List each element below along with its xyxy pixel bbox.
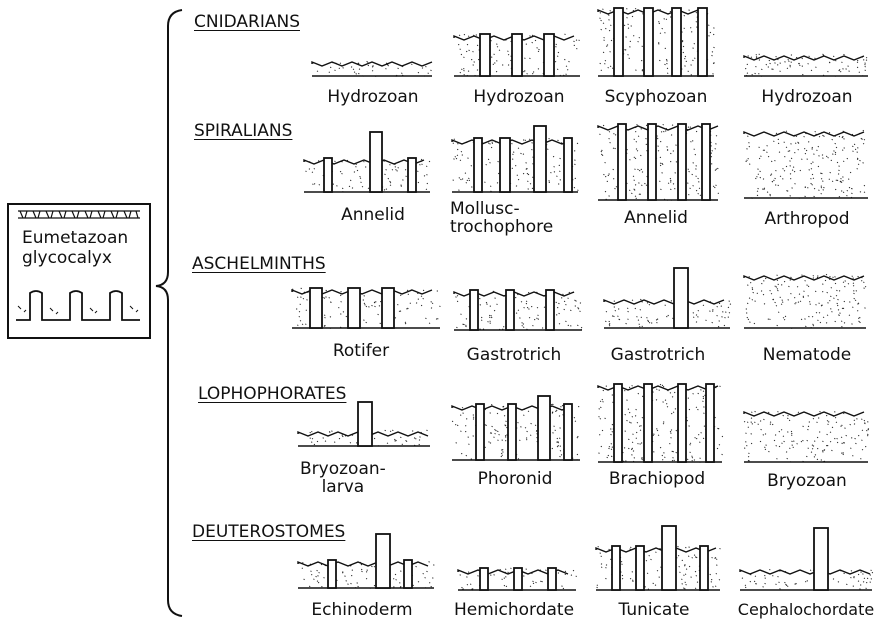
organism-label: Hydrozoan [752,88,862,106]
organism-label: Phoronid [460,470,570,488]
organism-label: Hydrozoan [464,88,574,106]
organism-label: Bryozoan [752,472,862,490]
organism-label: Bryozoan- larva [300,460,386,496]
group-header-lophophorates: LOPHOPHORATES [198,384,346,404]
group-header-deuterostomes: DEUTEROSTOMES [192,522,345,542]
organism-label: Hydrozoan [318,88,428,106]
organism-label: Annelid [318,206,428,224]
organism-label: Nematode [752,346,862,364]
organism-label: Annelid [600,209,712,227]
organism-label: Brachiopod [598,470,716,488]
organism-label: Mollusc- trochophore [450,200,553,236]
organism-label: Echinoderm [300,601,424,619]
organism-label: Rotifer [306,342,416,360]
group-header-spiralians: SPIRALIANS [194,121,292,141]
organism-label: Arthropod [752,210,862,228]
organism-label: Cephalochordate [730,601,882,619]
eumetazoan-label: Eumetazoan glycocalyx [22,228,128,268]
group-header-cnidarians: CNIDARIANS [194,12,300,32]
organism-label: Scyphozoan [600,88,712,106]
organism-label: Tunicate [604,601,704,619]
organism-label: Gastrotrich [598,346,718,364]
group-header-aschelminths: ASCHELMINTHS [192,254,326,274]
organism-label: Hemichordate [448,601,580,619]
organism-label: Gastrotrich [454,346,574,364]
